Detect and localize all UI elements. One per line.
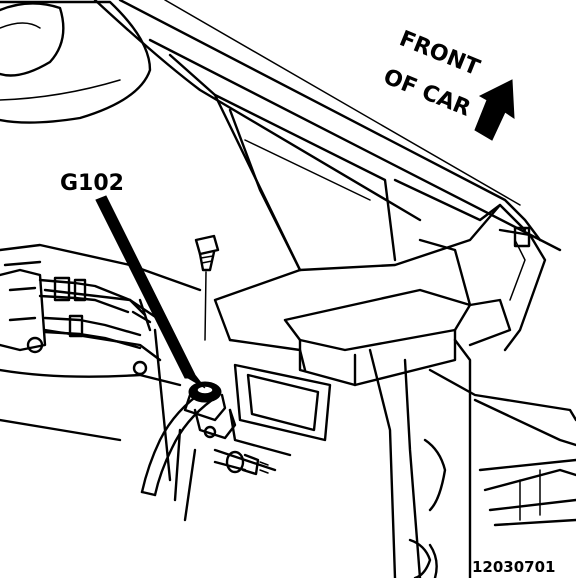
round-housing bbox=[0, 0, 152, 124]
leader-arrow bbox=[95, 195, 206, 389]
bolt-fastener bbox=[194, 234, 220, 341]
tube-lines bbox=[26, 276, 152, 376]
lower-structure bbox=[368, 338, 576, 578]
radiator-support bbox=[168, 53, 547, 387]
figure-number: 12030701 bbox=[472, 558, 556, 576]
front-direction-arrow bbox=[474, 79, 515, 141]
ground-point-label: G102 bbox=[60, 171, 124, 196]
ground-wire bbox=[140, 388, 214, 497]
ground-bolt-g102 bbox=[183, 381, 237, 440]
lower-connector bbox=[213, 448, 277, 476]
lamp-bracket bbox=[228, 338, 332, 457]
left-panel bbox=[0, 243, 202, 522]
